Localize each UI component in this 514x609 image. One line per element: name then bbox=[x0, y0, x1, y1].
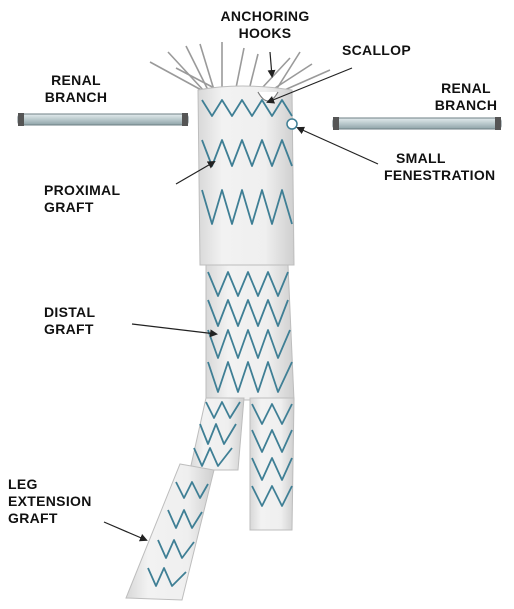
distal-graft-body bbox=[206, 265, 294, 400]
label-proximal-graft-line2: GRAFT bbox=[44, 199, 120, 216]
arrow-small-fenestration bbox=[298, 128, 378, 164]
label-leg-extension-graft-line3: GRAFT bbox=[8, 510, 92, 527]
renal-branch-right-tube bbox=[333, 117, 501, 130]
label-distal-graft: DISTAL GRAFT bbox=[44, 304, 95, 338]
label-small-fenestration-line1: SMALL bbox=[384, 150, 495, 167]
arrow-anchoring-hooks bbox=[270, 52, 272, 76]
small-fenestration-ring bbox=[287, 119, 297, 129]
label-scallop-line1: SCALLOP bbox=[342, 42, 411, 59]
label-renal-branch-left-line2: BRANCH bbox=[34, 89, 118, 106]
label-distal-graft-line1: DISTAL bbox=[44, 304, 95, 321]
label-small-fenestration: SMALL FENESTRATION bbox=[384, 150, 495, 184]
label-renal-branch-left-line1: RENAL bbox=[34, 72, 118, 89]
arrow-distal-graft bbox=[132, 324, 216, 334]
label-anchoring-hooks-line1: ANCHORING bbox=[212, 8, 318, 25]
arrow-leg-extension-graft bbox=[104, 522, 146, 540]
label-anchoring-hooks-line2: HOOKS bbox=[212, 25, 318, 42]
anchoring-hooks-wires bbox=[150, 42, 330, 92]
label-proximal-graft: PROXIMAL GRAFT bbox=[44, 182, 120, 216]
label-leg-extension-graft: LEG EXTENSION GRAFT bbox=[8, 476, 92, 527]
label-scallop: SCALLOP bbox=[342, 42, 411, 59]
label-renal-branch-right-line2: BRANCH bbox=[424, 97, 508, 114]
right-iliac-limb bbox=[250, 398, 294, 530]
label-renal-branch-left: RENAL BRANCH bbox=[34, 72, 118, 106]
label-renal-branch-right-line1: RENAL bbox=[424, 80, 508, 97]
label-small-fenestration-line2: FENESTRATION bbox=[384, 167, 495, 184]
proximal-graft-body bbox=[198, 86, 294, 265]
renal-branch-left-tube bbox=[18, 113, 188, 126]
label-renal-branch-right: RENAL BRANCH bbox=[424, 80, 508, 114]
label-anchoring-hooks: ANCHORING HOOKS bbox=[212, 8, 318, 42]
label-distal-graft-line2: GRAFT bbox=[44, 321, 95, 338]
label-proximal-graft-line1: PROXIMAL bbox=[44, 182, 120, 199]
label-leg-extension-graft-line1: LEG bbox=[8, 476, 92, 493]
label-leg-extension-graft-line2: EXTENSION bbox=[8, 493, 92, 510]
